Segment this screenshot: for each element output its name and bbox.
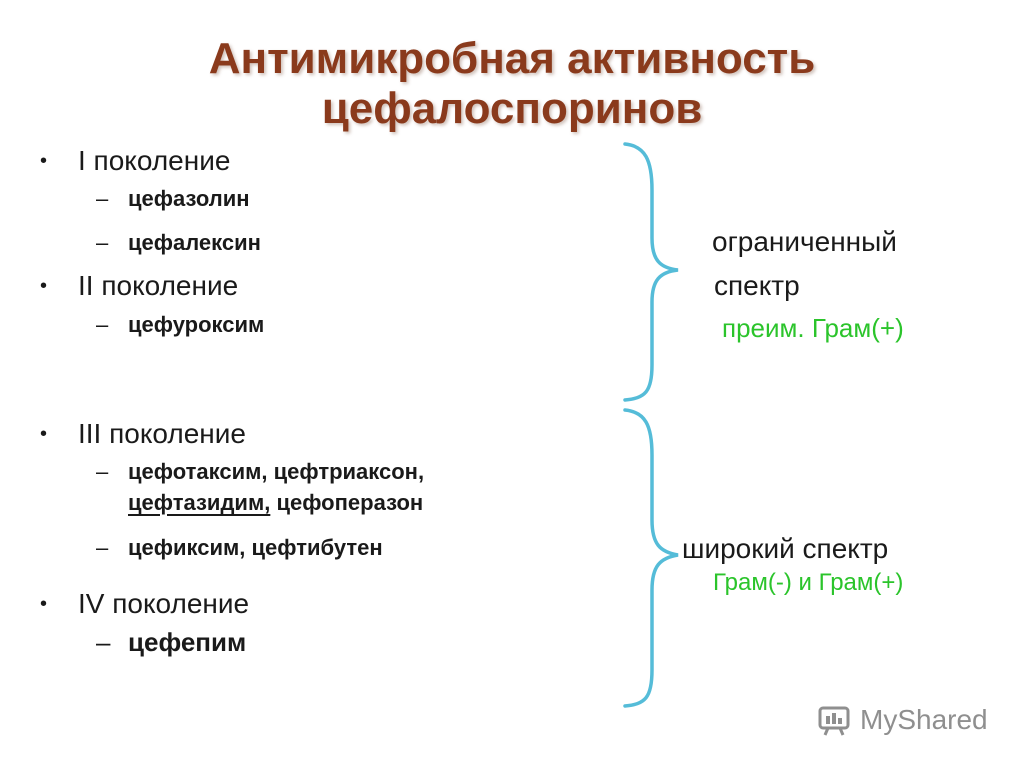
gen-1-label: I поколение: [78, 145, 231, 176]
title-line-1: Антимикробная активность: [208, 34, 816, 83]
gen-4-item: • IV поколение: [40, 588, 249, 620]
drug-label: цефиксим, цефтибутен: [128, 535, 383, 560]
myshared-logo: MyShared: [818, 700, 988, 740]
broad-spectrum-label: широкий спектр: [682, 533, 889, 564]
dash-icon: –: [96, 186, 109, 211]
drug-cefuroxime: –цефуроксим: [96, 312, 264, 338]
drug-label: цефепим: [128, 627, 247, 657]
dash-icon: –: [96, 627, 111, 657]
drug-ceftazidime-underlined: цефтазидим,: [128, 490, 271, 515]
drug-cefazolin: –цефазолин: [96, 186, 250, 212]
gen-1-item: • I поколение: [40, 145, 230, 177]
gen-3-item: • III поколение: [40, 418, 246, 450]
drug-label: цефотаксим, цефтриаксон,: [128, 459, 425, 484]
drug-ceftazidime-cefoperazone: цефтазидим, цефоперазон: [128, 490, 423, 516]
limited-spectrum-gram-positive: преим. Грам(+): [722, 313, 904, 343]
dash-icon: –: [96, 230, 109, 255]
drug-label: цефалексин: [128, 230, 261, 255]
dash-icon: –: [96, 459, 109, 484]
lower-brace-icon: [623, 408, 679, 708]
drug-cefepime: –цефепим: [96, 629, 246, 655]
gen-4-label: IV поколение: [78, 588, 250, 619]
slide-title: Антимикробная активность цефалоспоринов: [0, 34, 1024, 134]
drug-label: цефуроксим: [128, 312, 265, 337]
drug-cefalexin: –цефалексин: [96, 230, 261, 256]
drug-cefoperazone: цефоперазон: [270, 490, 424, 515]
gen-2-item: • II поколение: [40, 270, 238, 302]
limited-spectrum-line1: ограниченный: [712, 226, 897, 257]
brace-icon: [623, 142, 679, 708]
drug-cefotaxime-ceftriaxone: –цефотаксим, цефтриаксон,: [96, 459, 424, 485]
title-line-2: цефалоспоринов: [321, 84, 703, 133]
broad-spectrum-gram: Грам(-) и Грам(+): [713, 569, 904, 596]
gen-3-label: III поколение: [78, 418, 246, 449]
bullet-icon: •: [40, 150, 48, 172]
upper-brace-icon: [623, 142, 679, 402]
bullet-icon: •: [40, 593, 48, 615]
bullet-icon: •: [40, 275, 48, 297]
dash-icon: –: [96, 535, 109, 560]
myshared-logo-icon: [818, 704, 852, 736]
dash-icon: –: [96, 312, 109, 337]
drug-label: цефазолин: [128, 186, 250, 211]
bullet-icon: •: [40, 423, 48, 445]
drug-cefixime-ceftibuten: –цефиксим, цефтибутен: [96, 535, 383, 561]
limited-spectrum-line2: спектр: [714, 270, 800, 301]
gen-2-label: II поколение: [78, 270, 239, 301]
myshared-logo-text: MyShared: [860, 704, 988, 735]
